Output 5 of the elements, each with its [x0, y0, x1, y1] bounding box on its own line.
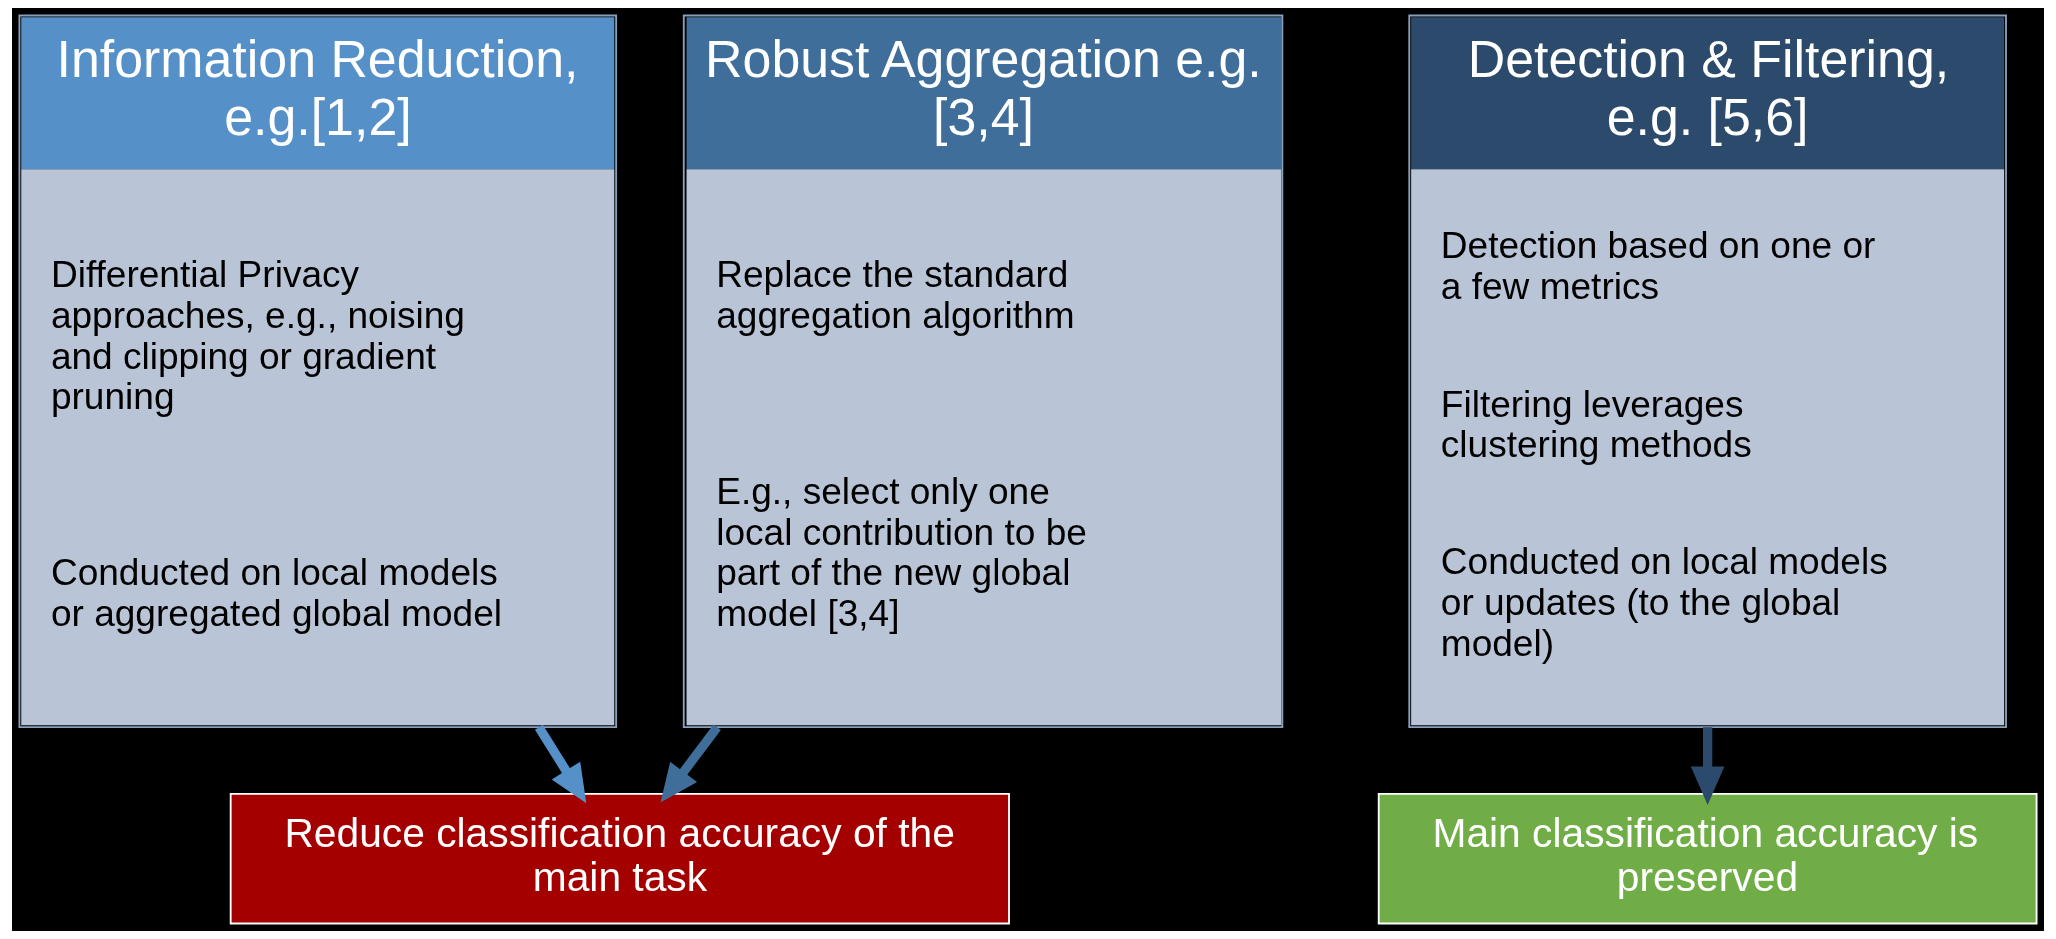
node-box: Reduce classification accuracy of the main task	[229, 792, 1010, 925]
node-box: Main classification accuracy is preserved	[1377, 792, 2038, 925]
arrow	[660, 724, 721, 803]
arrow	[534, 724, 587, 804]
arrow	[1690, 727, 1725, 805]
